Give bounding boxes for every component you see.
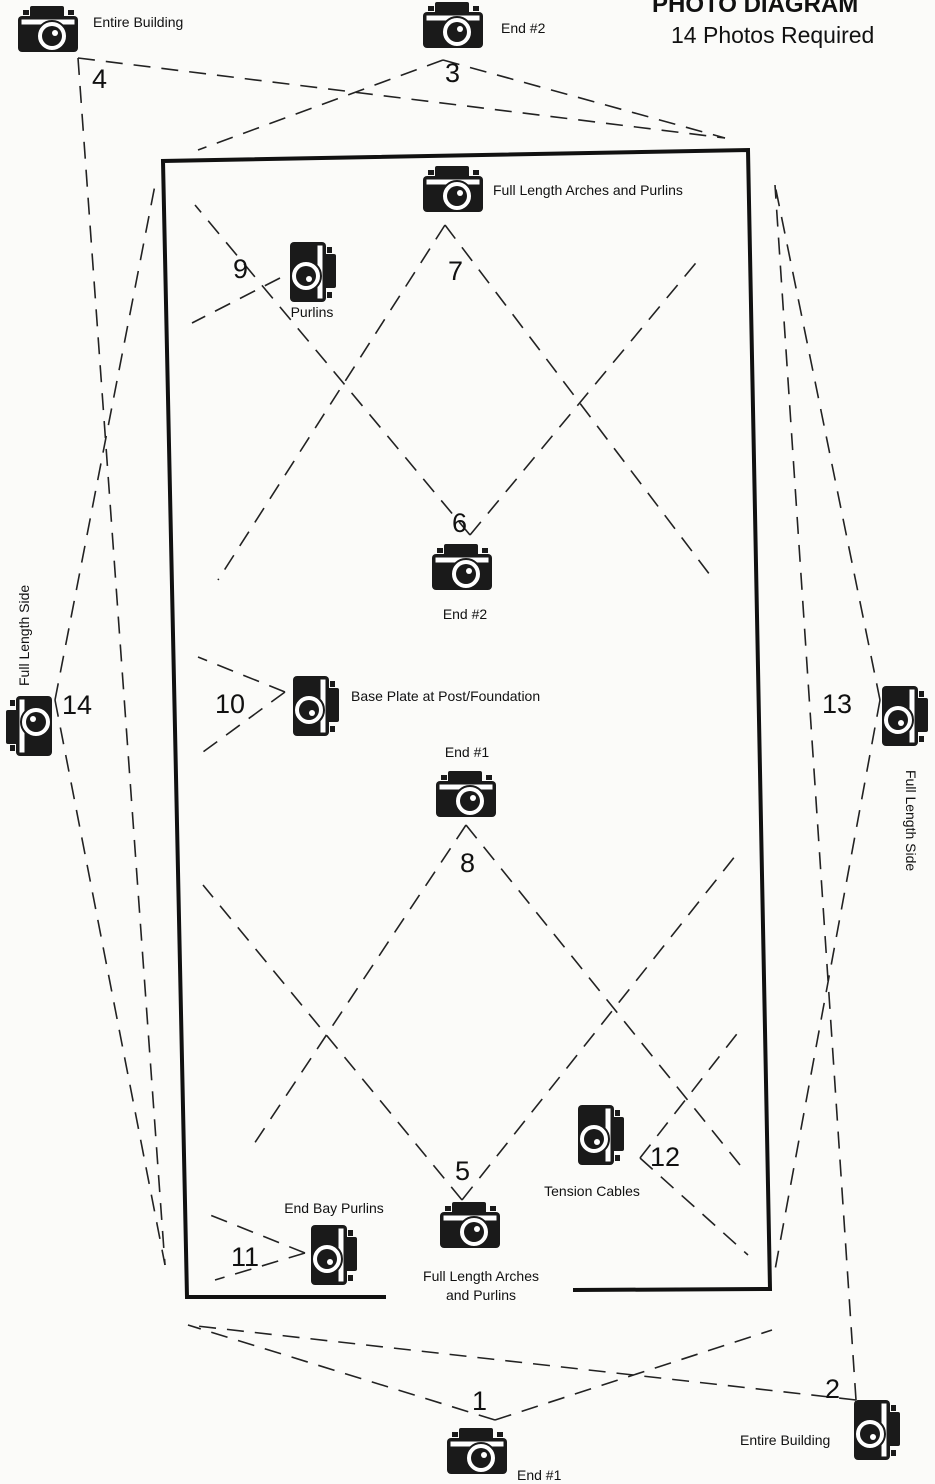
photo-caption: Full Length Arches and Purlins: [493, 182, 683, 198]
photo-caption: Entire Building: [740, 1432, 830, 1448]
photo-caption: Full Length Side: [903, 770, 919, 871]
photo-number: 12: [650, 1142, 680, 1172]
camera-icon: [435, 770, 497, 818]
camera-icon: [17, 5, 79, 53]
camera-icon: [292, 675, 340, 737]
sight-lines: [54, 57, 881, 1421]
photo-number: 3: [445, 58, 460, 88]
building-outline: [160, 147, 773, 1299]
photo-number: 9: [233, 254, 248, 284]
photo-caption: Base Plate at Post/Foundation: [351, 688, 540, 704]
camera-icon: [853, 1399, 901, 1461]
diagram-subtitle: 14 Photos Required: [671, 22, 874, 48]
camera-icons: [5, 1, 929, 1475]
photo-number: 14: [62, 690, 92, 720]
photo-number: 8: [460, 848, 475, 878]
photo-number: 6: [452, 508, 467, 538]
photo-number: 7: [448, 256, 463, 286]
photo-number: 4: [92, 64, 107, 94]
photo-number: 1: [472, 1386, 487, 1416]
photo-caption: Tension Cables: [544, 1183, 640, 1199]
photo-number: 5: [455, 1156, 470, 1186]
camera-icon: [422, 1, 484, 49]
photo-caption: End #2: [501, 20, 546, 36]
camera-icon: [446, 1427, 508, 1475]
photo-caption: Purlins: [291, 304, 334, 320]
camera-icon: [431, 543, 493, 591]
photo-captions: End #1 Entire Building End #2 Entire Bui…: [16, 14, 919, 1483]
camera-icon: [289, 241, 337, 303]
camera-icon: [5, 695, 53, 757]
diagram-title: PHOTO DIAGRAM: [652, 0, 858, 18]
camera-icon: [422, 165, 484, 213]
camera-icon: [881, 685, 929, 747]
photo-number: 11: [231, 1242, 259, 1272]
photo-caption: End #1: [445, 744, 490, 760]
photo-caption: End #2: [443, 606, 488, 622]
camera-icon: [577, 1104, 625, 1166]
photo-caption: End #1: [517, 1467, 562, 1483]
photo-caption: Full Length Arches: [423, 1268, 539, 1284]
photo-number: 10: [215, 689, 245, 719]
photo-numbers: 1 2 3 4 5 6 7 8 9 10 11 12 13 14: [62, 58, 852, 1416]
photo-number: 2: [825, 1374, 840, 1404]
photo-caption: Full Length Side: [16, 585, 32, 686]
camera-icon: [310, 1224, 358, 1286]
photo-caption: and Purlins: [446, 1287, 516, 1303]
photo-caption: End Bay Purlins: [284, 1200, 384, 1216]
diagram-header: PHOTO DIAGRAM 14 Photos Required: [652, 0, 874, 48]
photo-caption: Entire Building: [93, 14, 183, 30]
camera-icon: [439, 1201, 501, 1249]
photo-number: 13: [822, 689, 852, 719]
